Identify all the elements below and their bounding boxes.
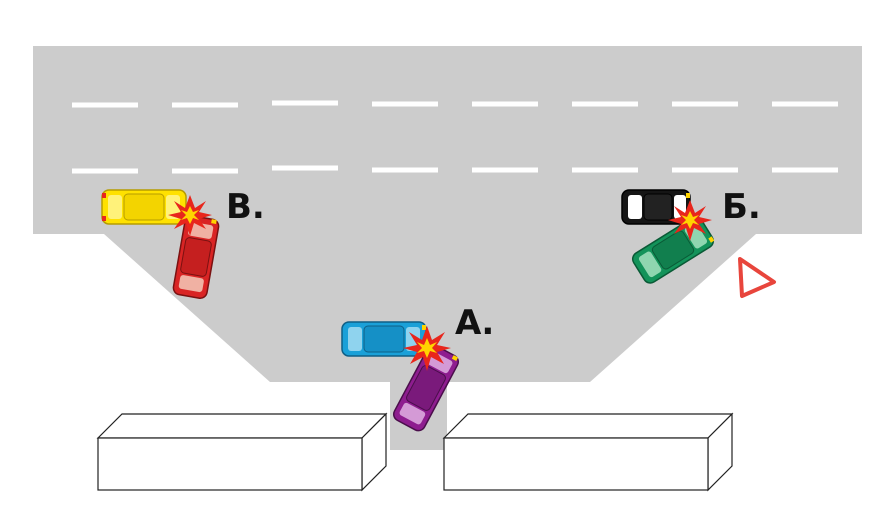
impact-burst-icon <box>403 326 451 371</box>
label-b: Б. <box>722 187 761 227</box>
lane-markings <box>72 100 838 174</box>
impact-burst-icon <box>668 200 712 241</box>
road-surface <box>33 46 862 450</box>
car-red <box>172 215 220 299</box>
building-right <box>442 412 734 492</box>
car-yellow <box>101 189 187 225</box>
label-v: В. <box>226 187 265 227</box>
label-a: А. <box>455 303 494 343</box>
warning-triangle-icon <box>738 257 776 298</box>
building-left <box>96 412 388 492</box>
car-blue <box>341 321 427 357</box>
impact-burst-icon <box>168 195 212 236</box>
car-black <box>621 189 691 225</box>
car-green <box>631 216 715 284</box>
